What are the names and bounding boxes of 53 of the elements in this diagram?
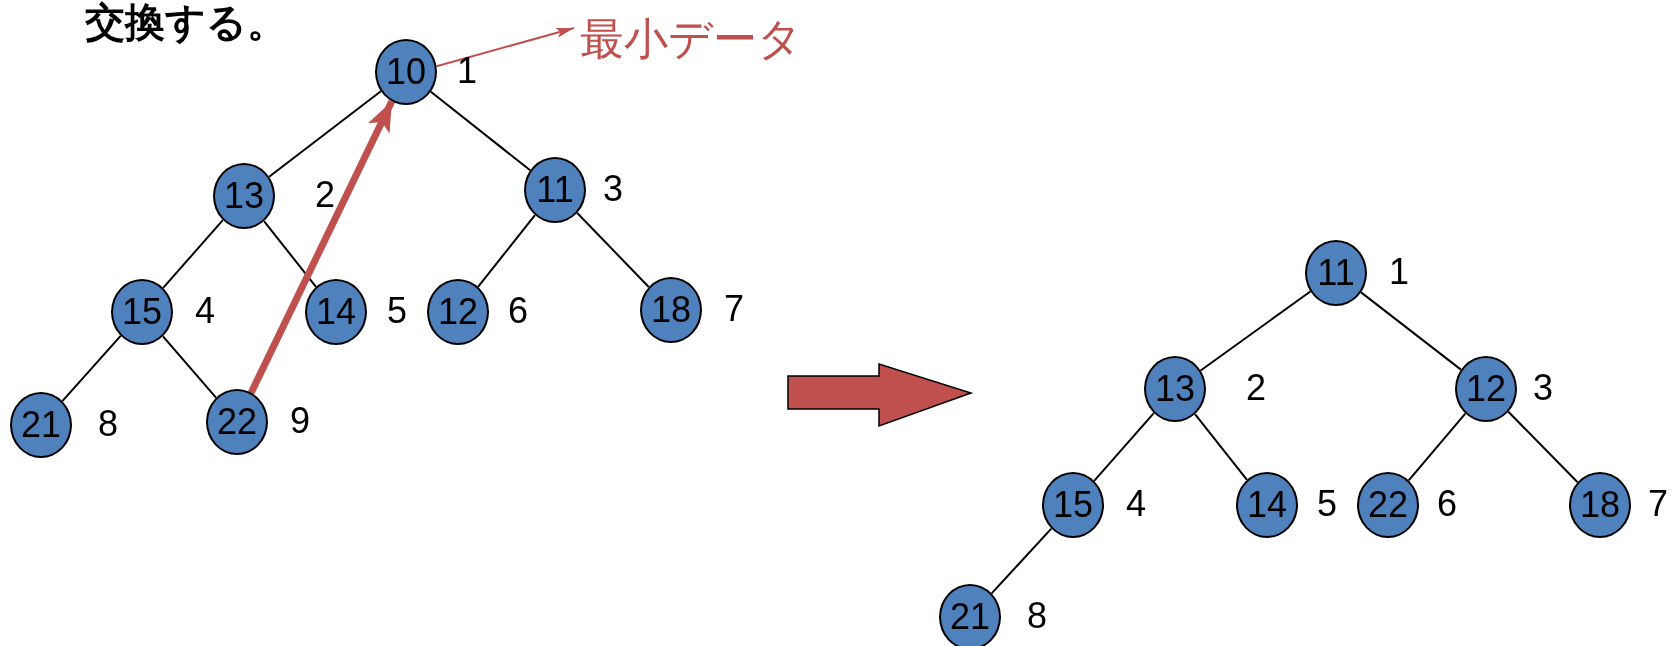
- index-number: 7: [724, 289, 744, 329]
- node-value: 14: [1245, 483, 1288, 527]
- node-value: 18: [649, 288, 692, 332]
- tree-line: [1199, 290, 1312, 372]
- node-value: 14: [314, 290, 357, 334]
- index-number: 7: [1648, 484, 1668, 524]
- node-value: 10: [384, 50, 427, 94]
- tree-line: [61, 334, 122, 403]
- node-value: 12: [1464, 367, 1507, 411]
- index-number: 8: [1027, 596, 1047, 636]
- node-value: 15: [1051, 483, 1094, 527]
- index-number: 8: [98, 404, 118, 444]
- node-value: 11: [535, 168, 575, 212]
- tree-line: [1194, 413, 1248, 481]
- index-number: 5: [1317, 484, 1337, 524]
- tree-line: [162, 219, 224, 289]
- heading-text: 交換する。: [85, 0, 287, 46]
- index-number: 1: [457, 51, 477, 91]
- node-value: 12: [436, 290, 479, 334]
- index-number: 6: [508, 291, 528, 331]
- index-number: 4: [1126, 484, 1146, 524]
- tree-line: [477, 214, 536, 288]
- index-number: 3: [603, 169, 623, 209]
- index-number: 6: [1437, 484, 1457, 524]
- callout-text: 最小データ: [580, 14, 802, 64]
- arrow: [248, 99, 395, 395]
- tree-line: [429, 90, 532, 172]
- node-value: 22: [1366, 483, 1409, 527]
- index-number: 2: [1246, 368, 1266, 408]
- tree-line: [263, 220, 317, 288]
- index-number: 2: [315, 175, 335, 215]
- node-value: 13: [222, 174, 265, 218]
- node-value: 21: [19, 403, 62, 447]
- node-value: 15: [120, 290, 163, 334]
- tree-line: [990, 527, 1053, 595]
- index-number: 3: [1533, 368, 1553, 408]
- node-value: 11: [1316, 251, 1356, 295]
- node-value: 13: [1153, 367, 1196, 411]
- arrow: [435, 27, 575, 68]
- index-number: 5: [387, 291, 407, 331]
- tree-line: [1093, 412, 1155, 482]
- tree-line: [268, 90, 382, 178]
- node-value: 21: [948, 595, 991, 639]
- tree-line: [1360, 291, 1462, 371]
- index-number: 4: [195, 291, 215, 331]
- node-value: 22: [215, 400, 258, 444]
- tree-line: [576, 212, 650, 288]
- tree-line: [1507, 410, 1579, 484]
- tree-line: [1407, 412, 1467, 482]
- index-number: 9: [290, 401, 310, 441]
- tree-line: [162, 335, 217, 399]
- index-number: 1: [1389, 252, 1409, 292]
- node-value: 18: [1578, 483, 1621, 527]
